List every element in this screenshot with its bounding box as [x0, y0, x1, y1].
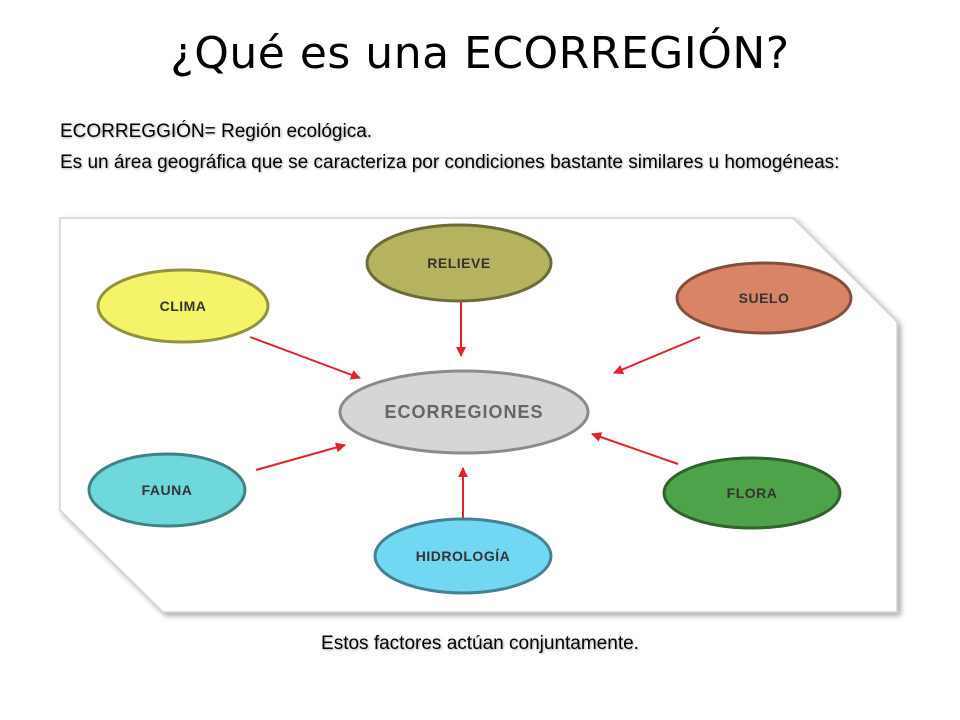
- node-ellipse: [365, 223, 553, 303]
- arrows-group: [249, 302, 701, 518]
- node-fauna: FAUNA: [87, 452, 247, 528]
- node-suelo: SUELO: [675, 261, 853, 335]
- node-label: ECORREGIONES: [384, 402, 543, 422]
- node-ellipse: [662, 456, 842, 530]
- node-clima: CLIMA: [96, 268, 270, 344]
- node-label: FLORA: [727, 485, 778, 501]
- node-label: HIDROLOGÍA: [416, 548, 510, 564]
- node-label: RELIEVE: [427, 255, 490, 271]
- node-ellipse: [675, 261, 853, 335]
- arrow-fauna: [255, 442, 346, 471]
- node-ellipse: [87, 452, 247, 528]
- caption-text: Estos factores actúan conjuntamente.: [321, 633, 639, 654]
- arrow-flora: [591, 432, 679, 465]
- description-text: Es un área geográfica que se caracteriza…: [60, 152, 840, 173]
- node-label: SUELO: [739, 290, 790, 306]
- node-relieve: RELIEVE: [365, 223, 553, 303]
- definition-text: ECORREGGIÓN= Región ecológica.: [60, 121, 373, 142]
- node-ellipse: [96, 268, 270, 344]
- node-flora: FLORA: [662, 456, 842, 530]
- node-hidrologia: HIDROLOGÍA: [373, 517, 553, 595]
- node-label: CLIMA: [160, 298, 207, 314]
- node-label: FAUNA: [142, 482, 193, 498]
- arrow-suelo: [613, 336, 701, 375]
- node-ellipse: [338, 369, 590, 455]
- arrow-clima: [249, 336, 361, 380]
- nodes-group: ECORREGIONES RELIEVE CLIMA SUELO FAUNA HIDROL…: [87, 223, 853, 595]
- node-ellipse: [373, 517, 553, 595]
- slide-title: ¿Qué es una ECORREGIÓN?: [170, 28, 790, 79]
- node-ecorregiones: ECORREGIONES: [338, 369, 590, 455]
